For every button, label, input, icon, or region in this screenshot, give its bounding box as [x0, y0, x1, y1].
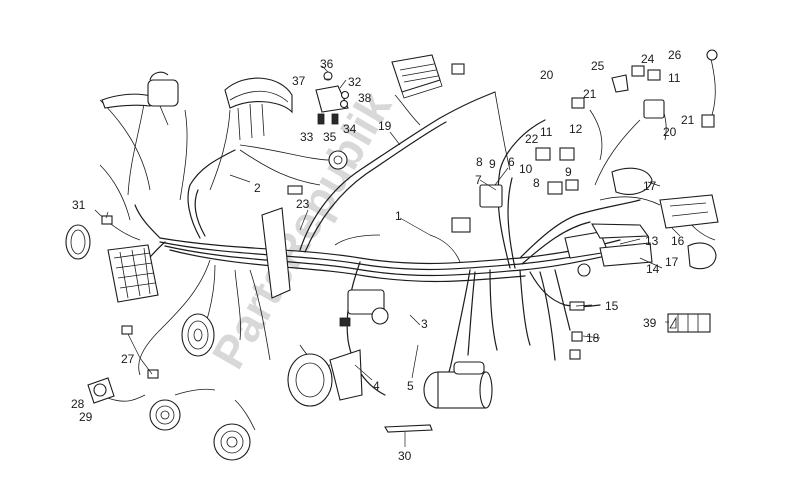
callout-26: 26	[668, 48, 682, 62]
callout-14: 14	[646, 262, 660, 276]
main-harness	[129, 91, 641, 406]
callout-35: 35	[323, 130, 337, 144]
callout-21a: 21	[583, 87, 597, 101]
callout-19: 19	[378, 119, 392, 133]
left-handlebar-switch	[101, 71, 179, 126]
callout-11a: 11	[540, 125, 553, 139]
callout-1: 1	[395, 209, 402, 223]
callout-9b: 9	[565, 165, 572, 179]
bulb-socket	[87, 377, 115, 404]
warning-label	[667, 313, 711, 333]
callout-31: 31	[72, 198, 86, 212]
starter-motor	[423, 361, 493, 409]
callout-23: 23	[296, 197, 310, 211]
callout-8b: 8	[533, 176, 540, 190]
connector-2	[287, 185, 303, 195]
callout-22: 22	[525, 132, 539, 146]
fuse-assembly	[315, 71, 350, 125]
callout-2: 2	[254, 181, 261, 195]
callout-16: 16	[671, 234, 685, 248]
tail-light	[611, 167, 719, 270]
callout-6: 6	[508, 155, 515, 169]
callout-20a: 20	[540, 68, 554, 82]
regulator	[339, 289, 389, 327]
callout-29: 29	[79, 410, 93, 424]
connector	[451, 63, 465, 75]
callout-30: 30	[398, 449, 412, 463]
callout-4: 4	[373, 379, 380, 393]
callout-20b: 20	[663, 125, 677, 139]
callout-15: 15	[605, 299, 619, 313]
callout-10: 10	[519, 162, 533, 176]
callout-27: 27	[121, 352, 135, 366]
indicator-lamp-left	[149, 399, 181, 431]
callout-13: 13	[645, 234, 659, 248]
connector-27b	[147, 369, 159, 379]
callout-18: 18	[586, 331, 600, 345]
callout-8a: 8	[476, 155, 483, 169]
callout-37: 37	[292, 74, 306, 88]
callout-32: 32	[348, 75, 362, 89]
callout-36: 36	[320, 57, 334, 71]
frame-bracket	[261, 207, 291, 299]
callout-25: 25	[591, 59, 605, 73]
callout-labels: 1 2 3 4 5 6 7 8 8 9 9 10 11 11 12 13 14 …	[71, 48, 695, 463]
horn-unit	[287, 349, 363, 407]
ground-cable	[384, 424, 433, 433]
connector-18b	[569, 349, 581, 360]
callout-39: 39	[643, 316, 657, 330]
callout-11b: 11	[668, 71, 681, 85]
callout-9a: 9	[489, 157, 496, 171]
headlight	[65, 224, 159, 303]
callout-21b: 21	[681, 113, 695, 127]
callout-17b: 17	[665, 255, 679, 269]
callout-17a: 17	[643, 179, 657, 193]
callout-33: 33	[300, 130, 314, 144]
connector-31	[101, 215, 113, 225]
horn	[181, 313, 215, 357]
relay-cluster	[451, 97, 585, 233]
callout-34: 34	[343, 122, 357, 136]
callout-7: 7	[475, 173, 482, 187]
connector-18	[571, 331, 583, 342]
indicator-lamp-right	[213, 423, 251, 461]
connector-27a	[121, 325, 133, 335]
secondary-wires	[94, 54, 716, 431]
watermark-text: PartsRepublik	[202, 83, 402, 377]
callout-28: 28	[71, 397, 85, 411]
leader-lines	[105, 65, 681, 447]
instrument-cover	[224, 77, 293, 141]
callout-5: 5	[407, 379, 414, 393]
callout-12: 12	[569, 122, 583, 136]
callout-38: 38	[358, 91, 372, 105]
handlebar-right-switch	[564, 223, 653, 277]
round-connector	[328, 150, 348, 170]
upper-right-connectors	[611, 49, 718, 128]
control-unit	[391, 54, 443, 99]
callout-3: 3	[421, 317, 428, 331]
callout-24: 24	[641, 52, 655, 66]
